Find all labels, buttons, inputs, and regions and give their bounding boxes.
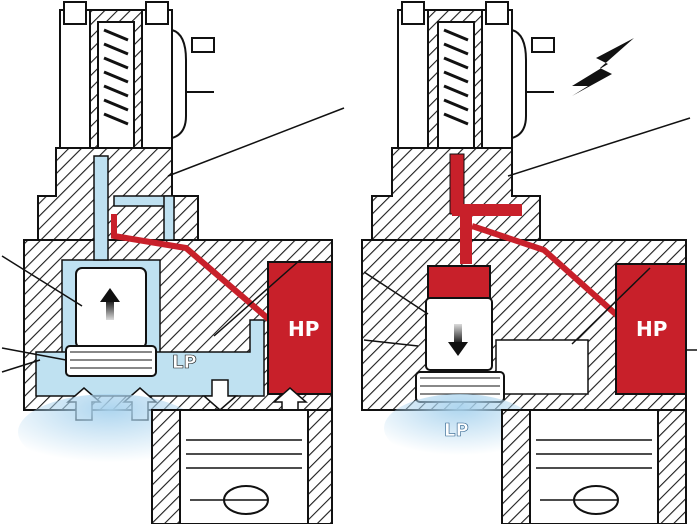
- right-lp-label: LP: [444, 420, 469, 441]
- valve-cavity: [495, 339, 589, 395]
- left-panel: HP LP: [1, 1, 345, 524]
- piston: [65, 267, 157, 377]
- right-hp-label: HP: [636, 317, 667, 341]
- leader-lines-energized: [363, 117, 697, 351]
- electrical-connector-energized: [511, 29, 555, 139]
- solenoid-coil: [59, 1, 173, 163]
- right-panel: HP LP: [361, 1, 697, 524]
- solenoid-coil-energized: [397, 1, 513, 163]
- high-pressure-region-energized: [427, 153, 687, 395]
- leader-lines: [1, 107, 345, 373]
- left-hp-label: HP: [288, 317, 319, 341]
- engine-cylinder-energized: [501, 409, 687, 524]
- engine-cylinder: [151, 409, 333, 524]
- high-pressure-region: [111, 214, 333, 395]
- piston-arrow-up-icon: [100, 288, 120, 320]
- left-lp-label: LP: [172, 352, 197, 373]
- low-pressure-glow-energized: [384, 394, 536, 462]
- electrical-connector: [171, 29, 215, 139]
- piston-arrow-down-icon: [448, 324, 468, 356]
- lightning-bolt-icon: [572, 38, 634, 96]
